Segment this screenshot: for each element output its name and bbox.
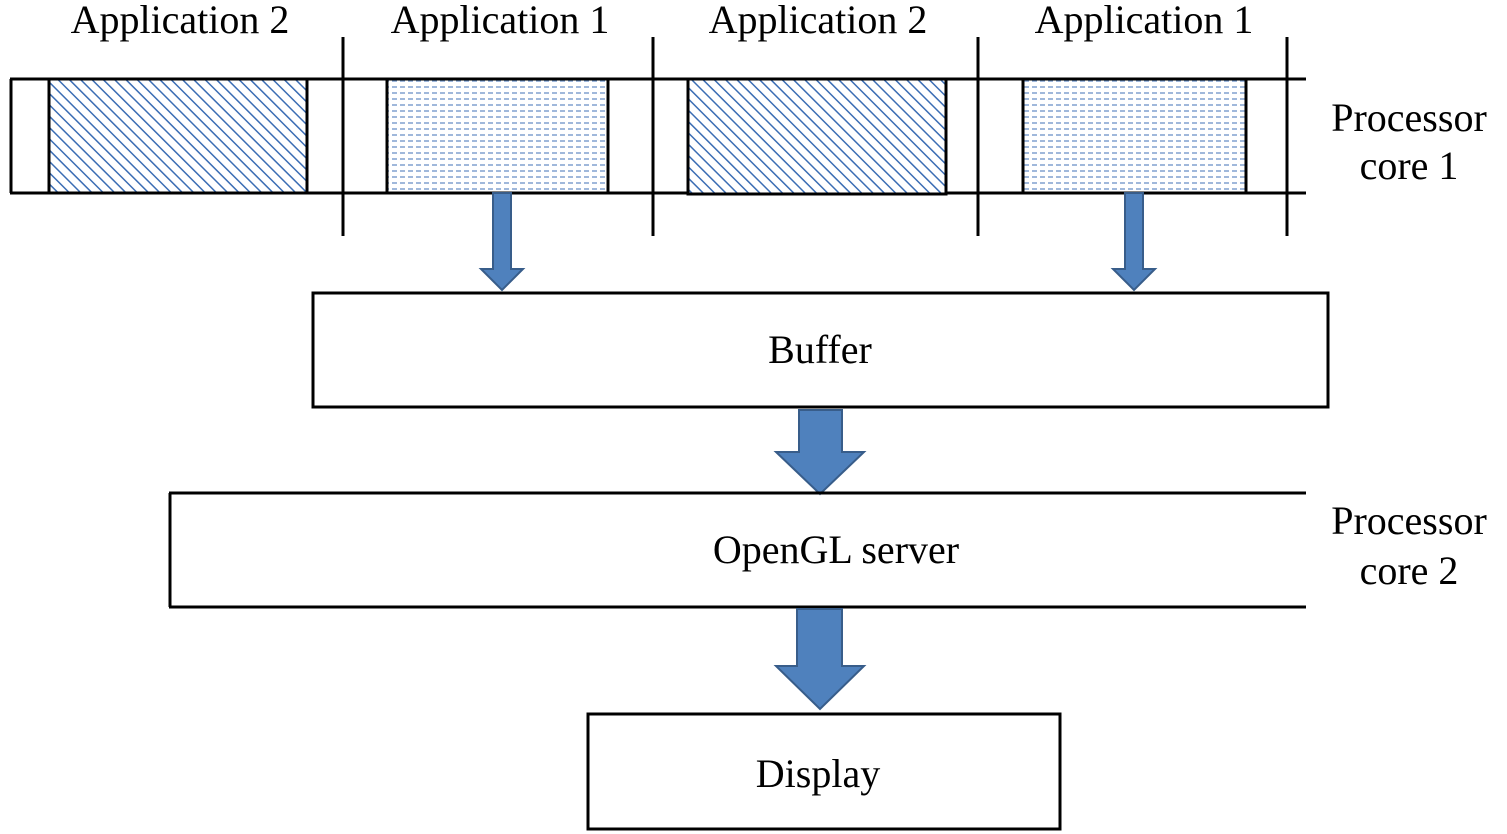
exec-block-app1-2	[1021, 77, 1248, 195]
exec-block-app1-1	[385, 77, 610, 195]
slot-label-4: Application 1	[1035, 0, 1254, 42]
slot-label-1: Application 2	[71, 0, 290, 42]
arrow-app1-to-buffer-1	[478, 192, 526, 292]
arrow-buffer-to-opengl	[773, 409, 867, 496]
core1-label-line2: core 1	[1360, 143, 1459, 188]
core1-label-line1: Processor	[1331, 95, 1487, 140]
core2-label-line1: Processor	[1331, 498, 1487, 543]
opengl-server-band	[168, 491, 1306, 609]
core2-label-line2: core 2	[1360, 548, 1459, 593]
slot-label-3: Application 2	[709, 0, 928, 42]
arrow-app1-to-buffer-2	[1110, 192, 1158, 292]
display-box	[586, 712, 1062, 831]
exec-block-app2-1	[47, 77, 309, 195]
buffer-label: Buffer	[768, 327, 872, 372]
opengl-server-label: OpenGL server	[713, 527, 959, 572]
display-label: Display	[756, 751, 880, 796]
slot-label-2: Application 1	[391, 0, 610, 42]
exec-block-app2-2	[686, 77, 948, 196]
buffer-box	[311, 291, 1330, 409]
arrow-opengl-to-display	[773, 608, 867, 711]
